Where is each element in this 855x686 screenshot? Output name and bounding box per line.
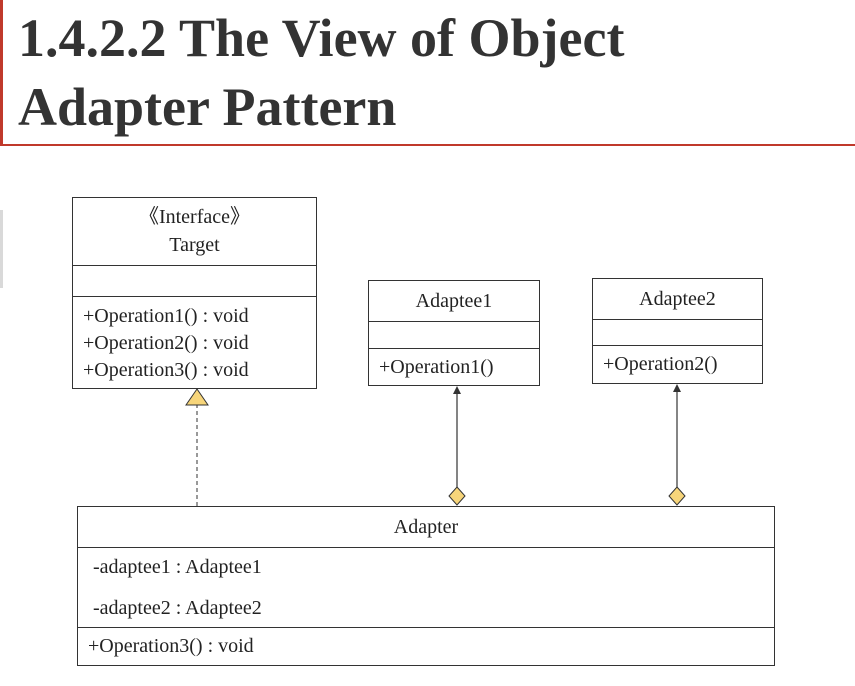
aggregation-diamond-adaptee1 (448, 486, 466, 506)
adapter-operations-compartment: +Operation3() : void (78, 627, 774, 665)
adaptee1-attributes-compartment (369, 321, 539, 348)
adaptee2-operation-1: +Operation2() (603, 353, 718, 375)
adaptee1-operation-1: +Operation1() (379, 356, 494, 378)
target-class-name: Target (169, 234, 220, 256)
target-name-compartment: 《Interface》 Target (73, 198, 316, 265)
target-operation-2: +Operation2() : void (83, 332, 249, 354)
adaptee2-class-name: Adaptee2 (639, 288, 716, 310)
arrowhead-adaptee1 (453, 386, 461, 394)
adaptee1-class[interactable]: Adaptee1 +Operation1() (368, 280, 540, 386)
target-interface-class[interactable]: 《Interface》 Target +Operation1() : void … (72, 197, 317, 389)
adapter-attributes-compartment: -adaptee1 : Adaptee1 -adaptee2 : Adaptee… (78, 547, 774, 627)
slide-title-line-1: 1.4.2.2 The View of Object (18, 8, 625, 68)
target-operation-3: +Operation3() : void (83, 359, 249, 381)
adaptee1-operations-compartment: +Operation1() (369, 348, 539, 385)
target-operation-1: +Operation1() : void (83, 305, 249, 327)
adapter-class[interactable]: Adapter -adaptee1 : Adaptee1 -adaptee2 :… (77, 506, 775, 666)
adapter-class-name: Adapter (393, 516, 459, 538)
adaptee1-name-compartment: Adaptee1 (369, 281, 539, 321)
adapter-name-compartment: Adapter (78, 507, 774, 547)
realization-arrowhead (185, 388, 209, 406)
slide-title-block: 1.4.2.2 The View of Object Adapter Patte… (0, 0, 855, 146)
adapter-attribute-1: -adaptee1 : Adaptee1 (93, 556, 262, 578)
target-attributes-compartment (73, 265, 316, 296)
slide-title-line-2: Adapter Pattern (18, 77, 397, 137)
target-stereotype: 《Interface》 (138, 206, 251, 228)
adaptee2-name-compartment: Adaptee2 (593, 279, 762, 319)
adaptee2-class[interactable]: Adaptee2 +Operation2() (592, 278, 763, 384)
adapter-operation-1: +Operation3() : void (88, 635, 254, 657)
aggregation-diamond-adaptee2 (668, 486, 686, 506)
adapter-attribute-2: -adaptee2 : Adaptee2 (93, 597, 262, 619)
left-edge-strip (0, 210, 3, 288)
arrowhead-adaptee2 (673, 384, 681, 392)
adaptee2-operations-compartment: +Operation2() (593, 345, 762, 383)
adaptee2-attributes-compartment (593, 319, 762, 345)
target-operations-compartment: +Operation1() : void +Operation2() : voi… (73, 296, 316, 388)
adaptee1-class-name: Adaptee1 (415, 290, 493, 312)
